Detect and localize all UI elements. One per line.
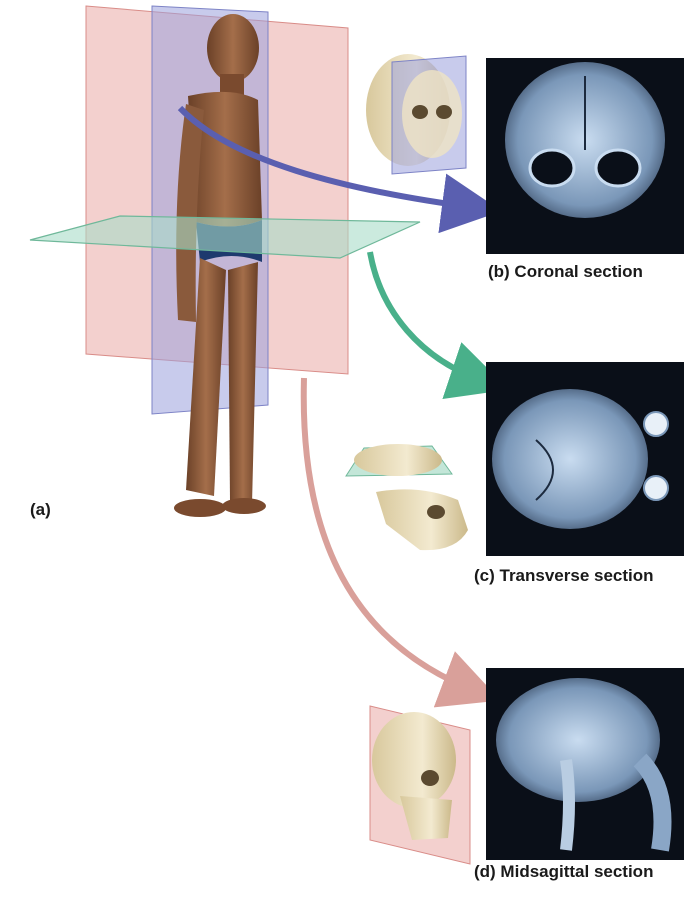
midsagittal-section-label: (d) Midsagittal section (474, 862, 654, 881)
transverse-plane (29, 215, 421, 259)
mri-sagittal-brain-icon (486, 668, 684, 860)
coronal-arrow (177, 105, 502, 234)
transverse-section-label: (c) Transverse section (474, 566, 654, 585)
coronal-section-label: (b) Coronal section (488, 262, 643, 281)
skull-sagittal-cut-icon (369, 705, 471, 865)
skull-coronal-cut-icon (366, 54, 467, 175)
mri-coronal-brain-icon (486, 58, 684, 254)
mri-transverse-brain-icon (486, 362, 684, 556)
figure-label-a: (a) (30, 500, 51, 519)
sagittal-arrow (300, 377, 501, 708)
transverse-arrow (367, 251, 509, 400)
skull-transverse-cut-icon (345, 444, 468, 551)
